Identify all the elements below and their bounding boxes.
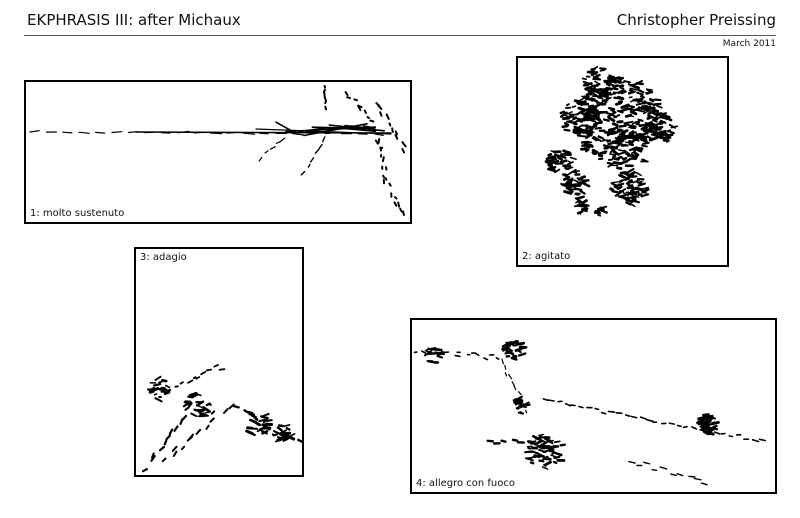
date-label: March 2011 [722, 39, 776, 49]
panel-caption-1: 1: molto sustenuto [30, 208, 125, 219]
panel-caption-4: 4: allegro con fuoco [416, 478, 516, 489]
drawing-panel-2: 2: agitato [516, 56, 729, 267]
page-title: EKPHRASIS III: after Michaux [27, 11, 241, 29]
drawing-panel-1: 1: molto sustenuto [24, 80, 412, 224]
panel-caption-3: 3: adagio [140, 252, 187, 263]
drawing-panel-4: 4: allegro con fuoco [410, 318, 777, 494]
drawing-4-artwork [413, 340, 767, 486]
panel-caption-2: 2: agitato [522, 251, 571, 262]
drawing-1-artwork [29, 85, 407, 216]
author-name: Christopher Preissing [616, 11, 776, 29]
drawing-panel-3: 3: adagio [134, 247, 304, 477]
drawing-3-artwork [141, 364, 302, 473]
header-divider [24, 35, 776, 36]
drawing-2-artwork [544, 66, 679, 217]
